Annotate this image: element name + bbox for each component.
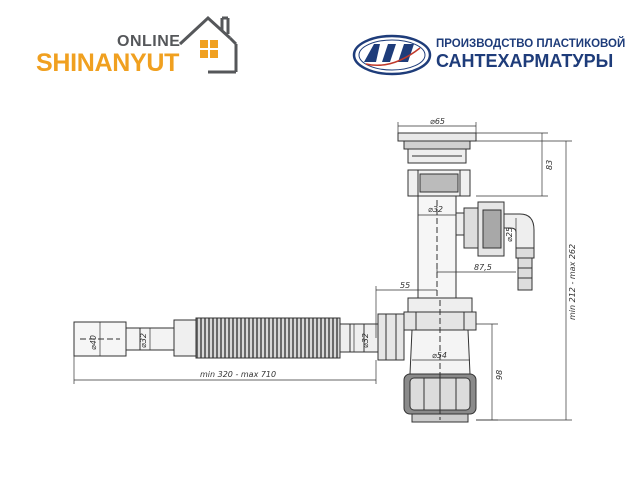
- outlet-connector: [339, 323, 379, 353]
- dim-d40: ⌀40: [89, 335, 98, 350]
- dim-83: 83: [545, 160, 554, 170]
- upper-nut: [407, 169, 471, 197]
- flexible-hose: [195, 317, 341, 359]
- maker-tagline-line1: ПРОИЗВОДСТВО ПЛАСТИКОВОЙ: [436, 38, 626, 50]
- house-logo-icon: [178, 15, 238, 74]
- dim-212-262: min 212 - max 262: [568, 244, 577, 320]
- dim-d65: ⌀65: [430, 117, 445, 126]
- dim-87-5: 87,5: [474, 263, 492, 272]
- dim-d54: ⌀54: [432, 351, 447, 360]
- dim-320-710: min 320 - max 710: [200, 370, 276, 379]
- maker-tagline-line2: САНТЕХАРМАТУРЫ: [436, 51, 614, 71]
- dim-d32-left: ⌀32: [139, 333, 148, 348]
- dim-d32-right: ⌀32: [361, 333, 370, 348]
- hose-adapter: [125, 319, 197, 357]
- dim-d32-top: ⌀32: [428, 205, 443, 214]
- bottle-body: [403, 297, 477, 423]
- side-connector: [455, 201, 535, 291]
- side-nut: [377, 313, 405, 361]
- dim-d25: ⌀25: [505, 227, 514, 242]
- dim-55: 55: [400, 281, 410, 290]
- dim-98: 98: [495, 370, 504, 380]
- brand-online-text: ONLINE: [117, 33, 181, 50]
- ani-plast-logo-icon: [352, 34, 432, 76]
- dimension-labels: ⌀65 83 min 212 - max 262 ⌀32 ⌀25 87,5 55…: [89, 117, 577, 380]
- brand-name: SHINANYUT: [36, 49, 180, 77]
- dimension-lines: [73, 122, 572, 421]
- header: ONLINE SHINANYUT ПРОИЗВОДСТВО ПЛАСТИКОВО…: [0, 0, 641, 100]
- strainer-cap: [397, 132, 477, 164]
